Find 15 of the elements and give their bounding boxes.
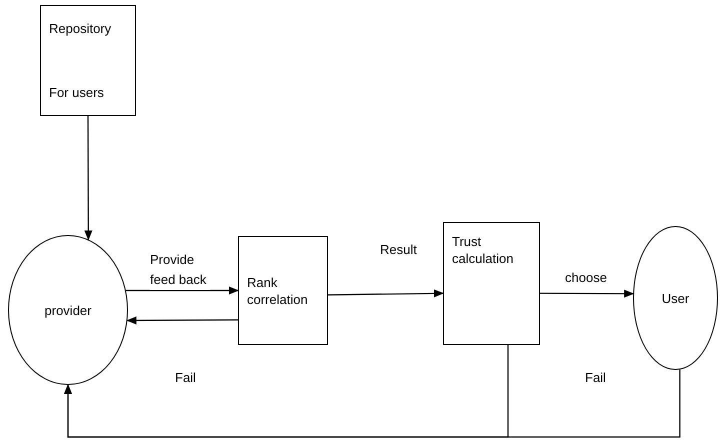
node-text: Trust calculation xyxy=(452,233,514,267)
node-text: Repository xyxy=(49,20,112,37)
arrow xyxy=(64,370,680,438)
arrow xyxy=(84,116,92,240)
node-text: User xyxy=(662,290,690,306)
node-text: provider xyxy=(44,302,92,318)
process-box xyxy=(238,236,328,345)
arrow xyxy=(328,289,444,298)
node-text: For users xyxy=(49,84,104,101)
arrow xyxy=(126,316,238,324)
process-box xyxy=(443,222,540,345)
process-box xyxy=(40,5,136,116)
arrow xyxy=(540,290,634,298)
node-text: Rank correlation xyxy=(247,274,309,308)
arrow xyxy=(126,286,239,294)
